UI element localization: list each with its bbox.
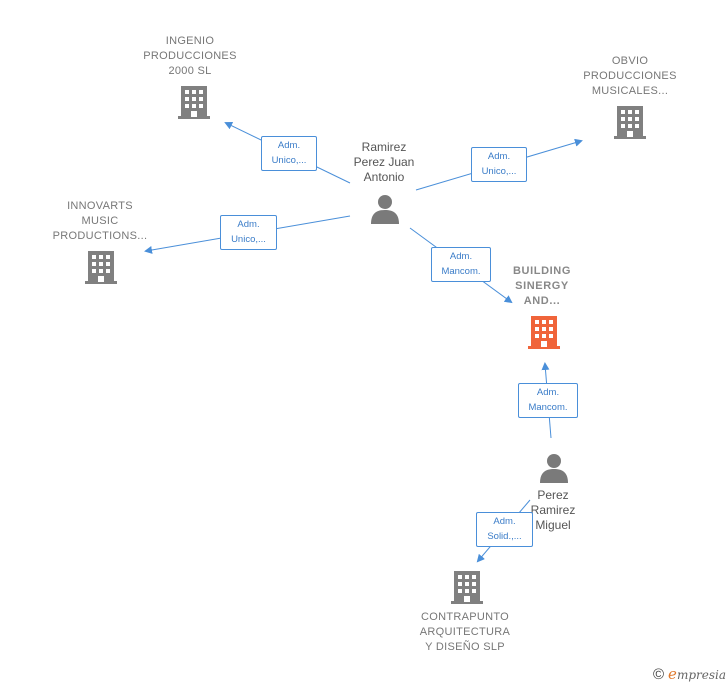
relation-label[interactable]: Adm. Unico,... — [220, 215, 277, 250]
person-icon[interactable] — [370, 193, 400, 225]
person-icon[interactable] — [539, 452, 569, 484]
company-label-ingenio: INGENIO PRODUCCIONES 2000 SL — [143, 35, 237, 77]
building-icon[interactable] — [528, 314, 560, 350]
building-icon[interactable] — [85, 249, 117, 285]
relation-label[interactable]: Adm. Mancom. — [518, 383, 578, 418]
company-label-building: BUILDING SINERGY AND... — [513, 265, 571, 307]
company-label-innovarts: INNOVARTS MUSIC PRODUCTIONS... — [52, 200, 148, 242]
footer-brand: © empresia — [653, 665, 726, 683]
building-icon[interactable] — [451, 569, 483, 605]
building-icon[interactable] — [614, 104, 646, 140]
relation-label[interactable]: Adm. Solid.,... — [476, 512, 533, 547]
company-label-obvio: OBVIO PRODUCCIONES MUSICALES... — [583, 55, 677, 97]
person-label-perez: Perez Ramirez Miguel — [530, 488, 576, 532]
building-icon[interactable] — [178, 84, 210, 120]
company-label-contrapunto: CONTRAPUNTO ARQUITECTURA Y DISEÑO SLP — [419, 611, 511, 653]
brand-initial: e — [668, 665, 677, 683]
brand-logo: empresia — [668, 665, 726, 683]
relation-label[interactable]: Adm. Unico,... — [261, 136, 317, 171]
brand-text: mpresia — [676, 668, 726, 682]
relation-label[interactable]: Adm. Unico,... — [471, 147, 527, 182]
copyright-icon: © — [652, 665, 665, 683]
person-label-ramirez: Ramirez Perez Juan Antonio — [353, 140, 415, 184]
relation-label[interactable]: Adm. Mancom. — [431, 247, 491, 282]
